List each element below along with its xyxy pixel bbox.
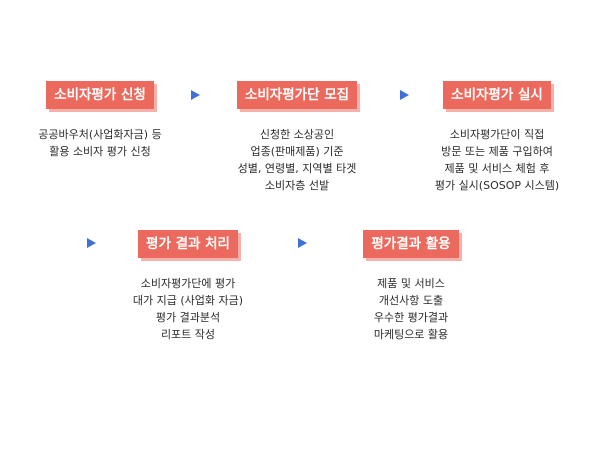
- flow-arrow-icon: [298, 238, 307, 248]
- description-line: 소비자평가단이 직접: [449, 128, 545, 141]
- step-description: 소비자평가단이 직접 방문 또는 제품 구입하여 제품 및 서비스 체험 후 평…: [422, 126, 572, 194]
- description-line: 제품 및 서비스 체험 후: [444, 162, 550, 175]
- flow-arrow-icon: [191, 90, 200, 100]
- description-line: 업종(판매제품) 기준: [250, 145, 344, 158]
- description-line: 성별, 연령별, 지역별 타겟: [237, 162, 357, 175]
- step-title: 소비자평가 실시: [443, 81, 551, 109]
- step-title: 소비자평가단 모집: [236, 81, 358, 109]
- step-description: 신청한 소상공인 업종(판매제품) 기준 성별, 연령별, 지역별 타겟 소비자…: [222, 126, 372, 194]
- description-line: 소비자층 선발: [264, 179, 330, 192]
- description-line: 신청한 소상공인: [259, 128, 335, 141]
- description-line: 방문 또는 제품 구입하여: [441, 145, 553, 158]
- step-utilize-results: 평가결과 활용 제품 및 서비스 개선사항 도출 우수한 평가결과 마케팅으로 …: [336, 230, 486, 343]
- step-recruit: 소비자평가단 모집 신청한 소상공인 업종(판매제품) 기준 성별, 연령별, …: [222, 81, 372, 194]
- description-line: 마케팅으로 활용: [373, 328, 449, 341]
- step-title: 평가 결과 처리: [138, 230, 238, 258]
- step-title: 평가결과 활용: [363, 230, 459, 258]
- step-description: 제품 및 서비스 개선사항 도출 우수한 평가결과 마케팅으로 활용: [336, 275, 486, 343]
- description-line: 공공바우처(사업화자금) 등: [38, 128, 162, 141]
- description-line: 제품 및 서비스: [377, 277, 445, 290]
- step-process-results: 평가 결과 처리 소비자평가단에 평가 대가 지급 (사업화 자금) 평가 결과…: [113, 230, 263, 343]
- description-line: 대가 지급 (사업화 자금): [132, 294, 244, 307]
- description-line: 개선사항 도출: [378, 294, 444, 307]
- step-apply: 소비자평가 신청 공공바우처(사업화자금) 등 활용 소비자 평가 신청: [25, 81, 175, 160]
- description-line: 활용 소비자 평가 신청: [49, 145, 151, 158]
- description-line: 평가 결과분석: [155, 311, 221, 324]
- description-line: 우수한 평가결과: [373, 311, 449, 324]
- step-title: 소비자평가 신청: [46, 81, 154, 109]
- flow-arrow-icon: [87, 238, 96, 248]
- flow-arrow-icon: [400, 90, 409, 100]
- description-line: 소비자평가단에 평가: [140, 277, 236, 290]
- step-description: 소비자평가단에 평가 대가 지급 (사업화 자금) 평가 결과분석 리포트 작성: [113, 275, 263, 343]
- step-conduct: 소비자평가 실시 소비자평가단이 직접 방문 또는 제품 구입하여 제품 및 서…: [422, 81, 572, 194]
- description-line: 리포트 작성: [160, 328, 216, 341]
- step-description: 공공바우처(사업화자금) 등 활용 소비자 평가 신청: [25, 126, 175, 160]
- description-line: 평가 실시(SOSOP 시스템): [434, 179, 560, 192]
